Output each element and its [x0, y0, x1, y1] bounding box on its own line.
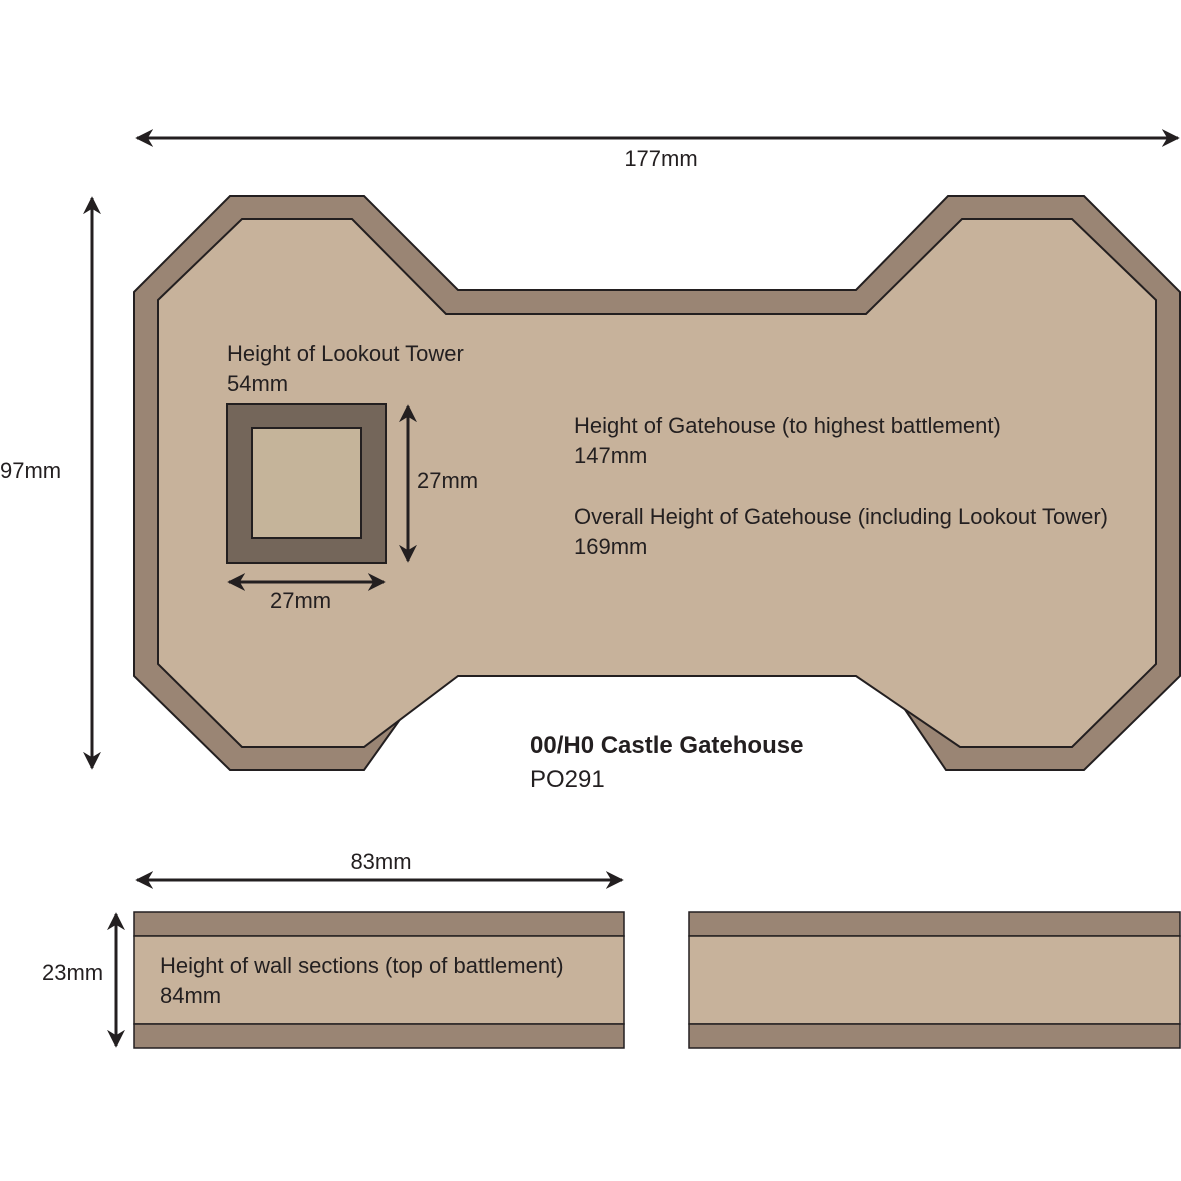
gatehouse-height-value: 147mm	[574, 443, 647, 468]
depth-label: 97mm	[0, 458, 61, 483]
wall-height-value: 84mm	[160, 983, 221, 1008]
tower-width-label: 27mm	[270, 588, 331, 613]
wall-section-left	[133, 911, 625, 1049]
width-label: 177mm	[624, 146, 697, 171]
wall-depth-label: 23mm	[42, 960, 103, 985]
wall-section-right	[688, 911, 1181, 1049]
wall-width-label: 83mm	[350, 849, 411, 874]
tower-depth-label: 27mm	[417, 468, 478, 493]
product-code: PO291	[530, 766, 605, 793]
gatehouse-floor	[157, 218, 1157, 748]
tower-height-value: 54mm	[227, 371, 288, 396]
lookout-tower-inner	[251, 427, 362, 539]
product-name: 00/H0 Castle Gatehouse	[530, 732, 803, 759]
gatehouse-height-title: Height of Gatehouse (to highest battleme…	[574, 413, 1001, 438]
wall-height-title: Height of wall sections (top of battleme…	[160, 953, 564, 978]
overall-height-title: Overall Height of Gatehouse (including L…	[574, 504, 1108, 529]
overall-height-value: 169mm	[574, 534, 647, 559]
tower-height-title: Height of Lookout Tower	[227, 341, 464, 366]
